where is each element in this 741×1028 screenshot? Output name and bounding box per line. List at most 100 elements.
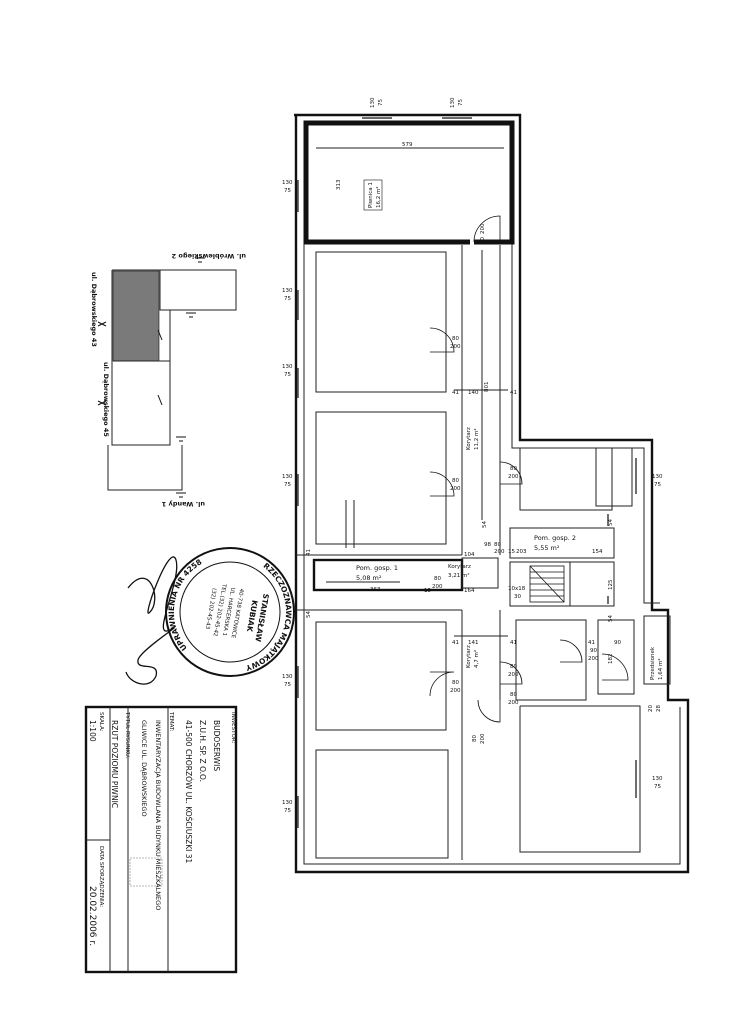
svg-text:203: 203 bbox=[516, 549, 527, 555]
svg-text:200: 200 bbox=[480, 733, 486, 744]
site-hatched-plot bbox=[112, 270, 160, 362]
svg-text:125: 125 bbox=[608, 579, 614, 590]
svg-text:5,08 m²: 5,08 m² bbox=[356, 574, 382, 582]
svg-text:200: 200 bbox=[508, 700, 519, 706]
svg-text:3,21 m²: 3,21 m² bbox=[448, 572, 470, 579]
investor-line-1: BUDOSERWIS bbox=[212, 720, 221, 771]
svg-text:Pom. gosp. 1: Pom. gosp. 1 bbox=[356, 564, 398, 572]
svg-text:20: 20 bbox=[648, 705, 654, 712]
room-label-pom-gosp-1: Pom. gosp. 1 5,08 m² bbox=[356, 564, 398, 582]
svg-text:130: 130 bbox=[282, 474, 293, 480]
stairs bbox=[529, 565, 565, 603]
svg-text:54: 54 bbox=[482, 521, 488, 528]
subject-line-2: GLIWICE UL. DĄBROWSKIEGO bbox=[140, 720, 148, 817]
svg-text:98: 98 bbox=[484, 542, 491, 548]
svg-text:41: 41 bbox=[452, 640, 459, 646]
svg-text:200: 200 bbox=[432, 584, 443, 590]
svg-text:80: 80 bbox=[494, 542, 501, 548]
svg-text:200: 200 bbox=[508, 474, 519, 480]
svg-text:80: 80 bbox=[510, 692, 517, 698]
svg-text:164: 164 bbox=[464, 588, 475, 594]
street-label-left-2: ul. Dąbrowskiego 45 bbox=[102, 362, 110, 437]
svg-text:Piwnica 1: Piwnica 1 bbox=[368, 182, 374, 208]
svg-text:141: 141 bbox=[468, 640, 479, 646]
svg-text:5,55 m²: 5,55 m² bbox=[534, 544, 560, 552]
svg-text:15: 15 bbox=[424, 588, 431, 594]
street-label-bottom: ul. Wandy 1 bbox=[161, 500, 205, 508]
svg-text:200: 200 bbox=[588, 656, 599, 662]
svg-text:75: 75 bbox=[654, 482, 661, 488]
svg-text:1,64 m²: 1,64 m² bbox=[657, 658, 664, 680]
svg-text:801: 801 bbox=[484, 382, 490, 393]
svg-text:28: 28 bbox=[656, 705, 662, 712]
room-label-przedsionek: Przedsionek 1,64 m² bbox=[650, 646, 664, 680]
room-label-korytarz-3: Korytarz 4,7 m² bbox=[466, 645, 480, 668]
door-swings bbox=[429, 215, 629, 723]
svg-text:54: 54 bbox=[608, 519, 614, 526]
label-drawing-title: TYTUŁ RYSUNKU: bbox=[124, 711, 130, 759]
room-label-pom-gosp-2: Pom. gosp. 2 5,55 m² bbox=[534, 534, 576, 552]
svg-text:41: 41 bbox=[306, 549, 312, 556]
svg-text:363: 363 bbox=[370, 587, 381, 593]
svg-text:75: 75 bbox=[284, 188, 291, 194]
svg-text:11,2 m²: 11,2 m² bbox=[473, 428, 480, 450]
svg-text:Pom. gosp. 2: Pom. gosp. 2 bbox=[534, 534, 576, 542]
signature-scribble bbox=[125, 556, 178, 685]
svg-text:200: 200 bbox=[450, 344, 461, 350]
svg-text:10x18: 10x18 bbox=[508, 586, 526, 592]
svg-text:80: 80 bbox=[510, 664, 517, 670]
svg-text:41: 41 bbox=[588, 640, 595, 646]
investor-line-3: 41-500 CHORZÓW UL. KOŚCIUSZKI 31 bbox=[184, 720, 193, 864]
svg-text:41: 41 bbox=[510, 640, 517, 646]
svg-text:182: 182 bbox=[608, 654, 614, 665]
subject-line-1: INWENTARYZACJA BUDOWLANA BUDYNKU MIESZKA… bbox=[154, 720, 162, 910]
label-date: DATA SPORZĄDZENIA: bbox=[98, 846, 104, 907]
svg-text:579: 579 bbox=[402, 142, 413, 148]
svg-text:130: 130 bbox=[652, 474, 663, 480]
svg-text:75: 75 bbox=[284, 808, 291, 814]
svg-text:75: 75 bbox=[458, 99, 464, 106]
svg-text:Korytarz: Korytarz bbox=[466, 427, 472, 450]
svg-text:154: 154 bbox=[592, 549, 603, 555]
svg-text:16,2 m²: 16,2 m² bbox=[375, 186, 382, 208]
svg-text:80: 80 bbox=[480, 237, 486, 244]
site-entrance-arrows bbox=[97, 257, 205, 498]
svg-text:41: 41 bbox=[452, 390, 459, 396]
svg-text:200: 200 bbox=[494, 549, 505, 555]
svg-text:75: 75 bbox=[378, 99, 384, 106]
svg-text:54: 54 bbox=[306, 611, 312, 618]
basement-floor-plan bbox=[294, 113, 690, 874]
room-label-piwnica-1: Piwnica 1 16,2 m² bbox=[363, 179, 383, 211]
label-scale: SKALA: bbox=[98, 712, 104, 732]
scale-value: 1:100 bbox=[88, 720, 97, 742]
svg-text:130: 130 bbox=[282, 288, 293, 294]
title-block-date-stamp bbox=[129, 857, 163, 887]
date-value: 20.02.2006 r. bbox=[87, 886, 97, 946]
room-label-korytarz-2: Korytarz 3,21 m² bbox=[448, 564, 471, 579]
svg-text:Korytarz: Korytarz bbox=[448, 564, 471, 570]
svg-text:80: 80 bbox=[452, 478, 459, 484]
svg-text:104: 104 bbox=[464, 552, 475, 558]
svg-text:75: 75 bbox=[284, 682, 291, 688]
investor-line-2: Z.U.H. SP. Z O.O. bbox=[198, 720, 207, 782]
surveyor-seal-stamp: RZECZOZNAWCA MAJĄTKOWY UPRAWNIENIA NR 42… bbox=[160, 547, 302, 679]
svg-text:30: 30 bbox=[514, 594, 521, 600]
svg-text:80: 80 bbox=[434, 576, 441, 582]
svg-text:41: 41 bbox=[510, 390, 517, 396]
site-building-outline bbox=[107, 269, 237, 491]
svg-text:80: 80 bbox=[452, 680, 459, 686]
svg-text:75: 75 bbox=[654, 784, 661, 790]
title-block: INWESTOR: BUDOSERWIS Z.U.H. SP. Z O.O. 4… bbox=[84, 705, 238, 974]
svg-text:15: 15 bbox=[508, 549, 515, 555]
svg-text:140: 140 bbox=[468, 390, 479, 396]
svg-text:Korytarz: Korytarz bbox=[466, 645, 472, 668]
svg-text:200: 200 bbox=[508, 672, 519, 678]
svg-text:200: 200 bbox=[450, 486, 461, 492]
svg-text:130: 130 bbox=[652, 776, 663, 782]
svg-text:54: 54 bbox=[608, 615, 614, 622]
street-label-top: ul. Wróblewskiego 2 bbox=[172, 252, 246, 260]
svg-text:90: 90 bbox=[590, 648, 597, 654]
svg-text:130: 130 bbox=[370, 97, 376, 108]
